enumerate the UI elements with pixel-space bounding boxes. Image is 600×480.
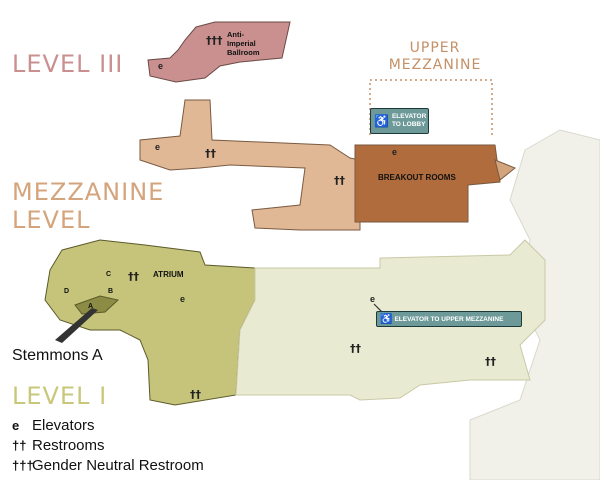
svg-text:††: †† <box>190 388 202 401</box>
upper-mezzanine-line2: MEZZANINE <box>388 57 482 73</box>
accessible-icon: ♿ <box>380 313 393 325</box>
mezzanine-label-line1: MEZZANINE <box>12 178 165 206</box>
ballroom-line1: Anti- <box>227 30 245 39</box>
room-d-label: D <box>64 288 70 295</box>
svg-text:†††: ††† <box>206 34 223 47</box>
elevator-lobby-line2: TO LOBBY <box>391 121 426 128</box>
elevator-to-upper-mezzanine-callout: ♿ ELEVATOR TO UPPER MEZZANINE <box>376 311 522 327</box>
elevator-upper-label: ELEVATOR TO UPPER MEZZANINE <box>394 315 504 323</box>
svg-text:††: †† <box>205 147 217 160</box>
elevator-to-lobby-callout: ♿ ELEVATOR TO LOBBY <box>370 108 429 134</box>
restroom-icon: †† <box>12 438 27 453</box>
legend-elevators: e Elevators <box>12 417 95 434</box>
svg-text:e: e <box>158 61 163 71</box>
level-1-label: LEVEL I <box>12 382 108 410</box>
legend-restrooms-label: Restrooms <box>32 437 105 454</box>
svg-text:e: e <box>155 142 160 152</box>
ballroom-line2: Imperial <box>227 39 256 48</box>
elevator-lobby-line1: ELEVATOR <box>391 113 427 120</box>
mezzanine-floor <box>139 99 516 231</box>
level-3-label: LEVEL III <box>12 50 124 78</box>
legend-gender-neutral-label: Gender Neutral Restroom <box>32 457 204 474</box>
svg-text:e: e <box>392 147 397 157</box>
level-1-west <box>44 239 256 406</box>
svg-text:††: †† <box>128 270 140 283</box>
room-c-label: C <box>106 271 112 278</box>
legend-restrooms: †† Restrooms <box>12 437 105 454</box>
svg-text:††: †† <box>334 174 346 187</box>
stemmons-a-label: Stemmons A <box>12 347 103 364</box>
svg-text:††: †† <box>485 355 497 368</box>
svg-text:††: †† <box>350 342 362 355</box>
elevator-icon: e <box>12 418 20 433</box>
ballroom-label: Anti- Imperial Ballroom <box>227 30 260 57</box>
legend-elevators-label: Elevators <box>32 417 95 434</box>
svg-text:e: e <box>180 294 185 304</box>
restroom-icon: ††† †† †† †† †† †† †† <box>128 34 497 401</box>
accessible-icon: ♿ <box>374 114 389 128</box>
ballroom-line3: Ballroom <box>227 48 260 57</box>
room-b-label: B <box>108 288 114 295</box>
gender-neutral-restroom-icon: ††† <box>12 458 34 473</box>
upper-mezzanine-line1: UPPER <box>409 40 461 56</box>
breakout-rooms-label: BREAKOUT ROOMS <box>378 173 456 182</box>
svg-text:e: e <box>370 294 375 304</box>
upper-mezzanine-bracket <box>369 79 493 135</box>
upper-mezzanine-label: UPPER MEZZANINE <box>360 40 510 74</box>
atrium-label: ATRIUM <box>153 270 184 279</box>
stemmons-pointer <box>55 308 98 343</box>
legend-gender-neutral: ††† Gender Neutral Restroom <box>12 457 204 474</box>
room-a-label: A <box>88 303 94 310</box>
level-3-floor <box>147 21 291 83</box>
mezzanine-label-line2: LEVEL <box>12 206 91 234</box>
elevator-icon: e e e e e <box>155 61 397 304</box>
